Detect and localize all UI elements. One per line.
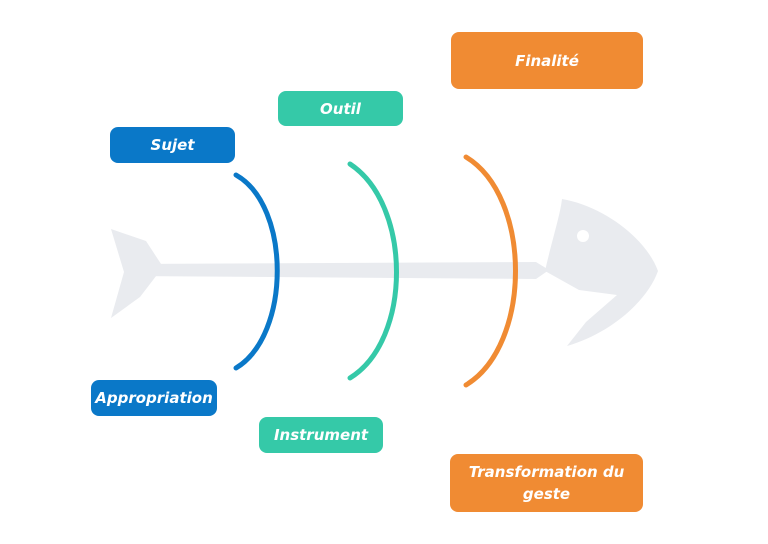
fish-head [545,199,658,346]
rib-orange [463,154,518,388]
fish-spine [128,262,549,279]
label-sujet: Sujet [110,127,235,163]
label-appropriation: Appropriation [91,380,217,416]
rib-blue [233,172,280,371]
fish-eye [577,230,589,242]
label-transformation-du-geste: Transformation du geste [450,454,643,512]
label-instrument: Instrument [259,417,383,453]
label-outil: Outil [278,91,403,126]
rib-teal [347,161,399,381]
label-finalite: Finalité [451,32,643,89]
